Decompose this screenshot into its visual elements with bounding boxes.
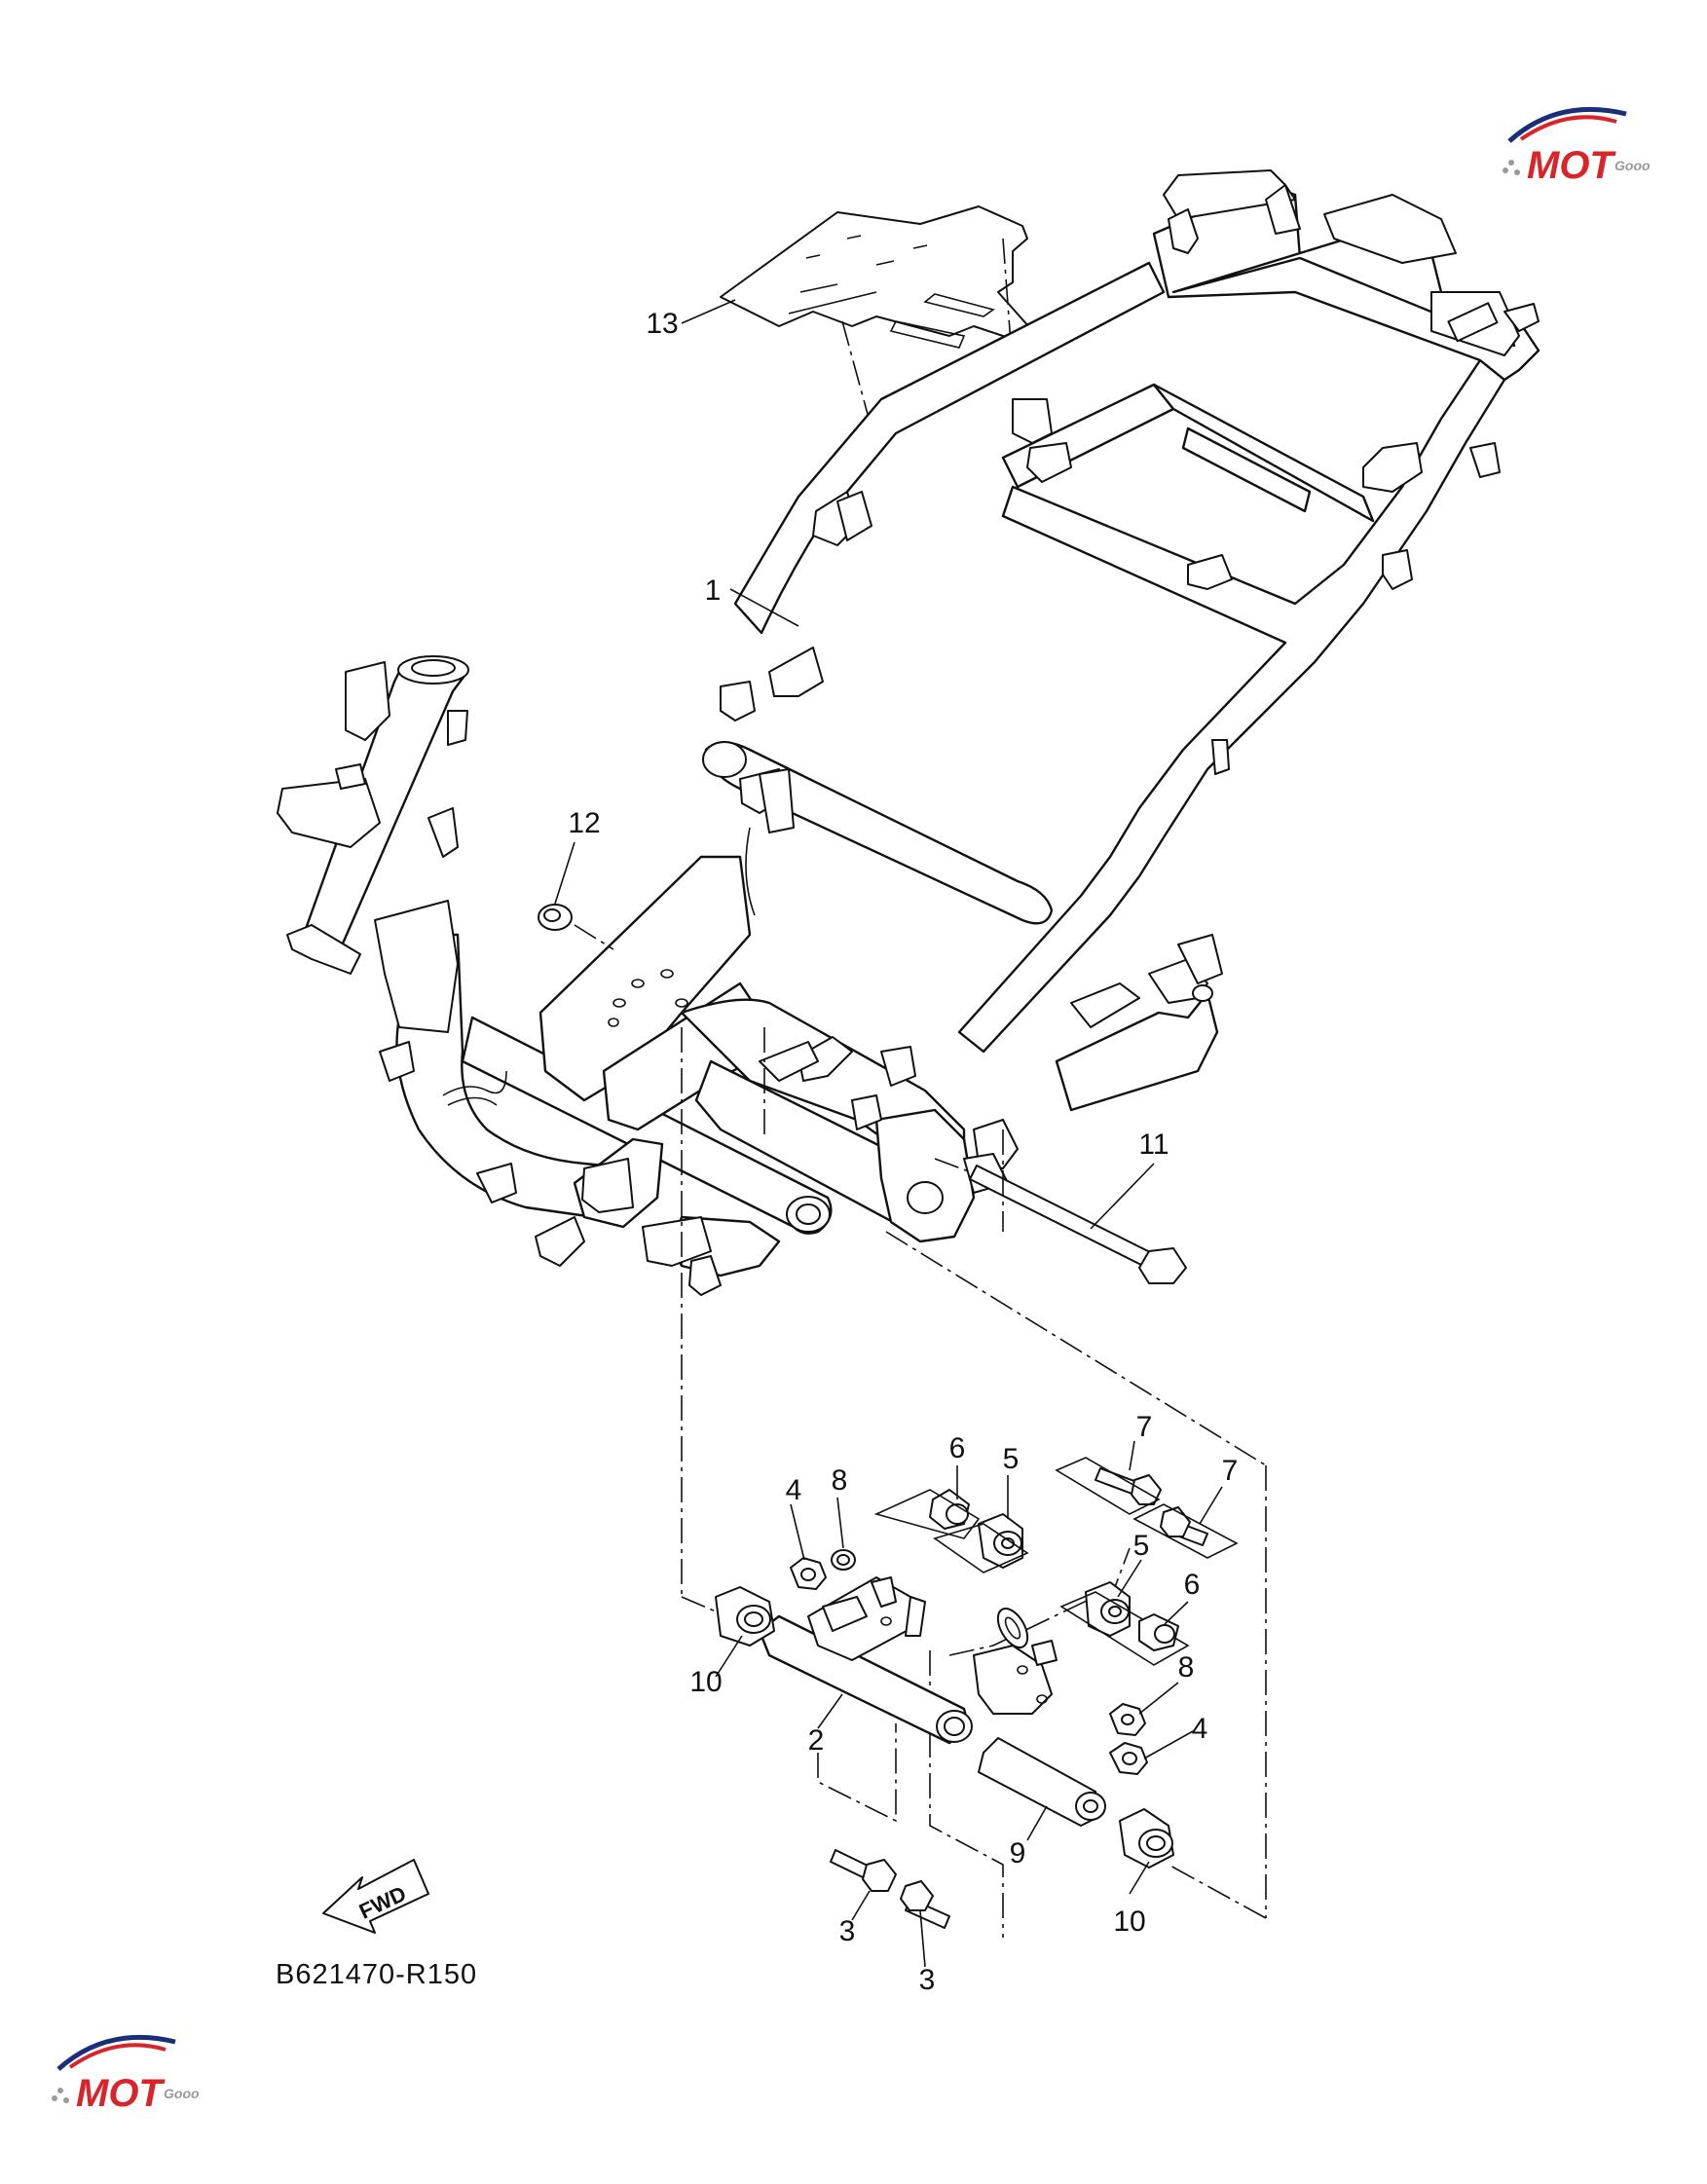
callout-7-upper: 7 [1136, 1411, 1153, 1443]
part-2-engine-bracket [758, 1576, 1058, 1745]
part-7-bolt-upper [1055, 1457, 1162, 1515]
part-6-bushing-lower [1138, 1613, 1179, 1651]
callout-labels: 13 1 12 11 6 5 7 7 4 8 5 6 8 4 10 2 9 10… [568, 308, 1238, 1996]
callout-9: 9 [1010, 1837, 1026, 1869]
callout-11: 11 [1138, 1129, 1169, 1161]
part-4-nut-upper [790, 1557, 827, 1590]
watermark-subtext: Gooo [1614, 158, 1651, 173]
part-13-cover-plate [720, 205, 1038, 429]
part-5-damper-lower [1059, 1581, 1190, 1666]
watermark-logo-top: MOT Gooo [1503, 106, 1651, 187]
callout-1: 1 [705, 574, 722, 607]
callout-12: 12 [568, 807, 600, 839]
part-9-collar [978, 1737, 1106, 1827]
callout-10-front: 10 [689, 1666, 722, 1698]
callout-3-right: 3 [919, 1964, 936, 1996]
fwd-direction-arrow: FWD [322, 1859, 429, 1934]
callout-7-lower: 7 [1222, 1455, 1239, 1487]
callout-3-left: 3 [839, 1915, 856, 1947]
part-8-washer-lower [1109, 1703, 1146, 1736]
leader-lines [554, 299, 1223, 1968]
part-3-bolt-left [830, 1849, 897, 1892]
callout-8-lower: 8 [1178, 1651, 1195, 1684]
watermark-logo-bottom: MOT Gooo [52, 2034, 200, 2115]
callout-6-lower: 6 [1184, 1569, 1201, 1601]
watermark-text: MOT [76, 2072, 166, 2115]
part-5-damper-upper [933, 1513, 1029, 1573]
part-12-grommet [538, 904, 614, 950]
callout-13: 13 [646, 308, 678, 340]
callout-8-upper: 8 [832, 1464, 848, 1497]
diagram-code: B621470-R150 [276, 1959, 477, 1990]
part-11-bolt [934, 1158, 1187, 1284]
callout-5-lower: 5 [1133, 1530, 1150, 1562]
callout-5-upper: 5 [1003, 1443, 1020, 1475]
part-8-washer-upper [831, 1549, 856, 1571]
callout-10-rear: 10 [1113, 1906, 1145, 1938]
part-6-bushing-upper [873, 1489, 981, 1539]
callout-2: 2 [808, 1724, 825, 1757]
part-10-damper-rear [1119, 1808, 1174, 1869]
watermark-text: MOT [1527, 144, 1616, 187]
callout-4-upper: 4 [786, 1474, 802, 1506]
callout-4-lower: 4 [1192, 1713, 1208, 1745]
part-10-damper-front [715, 1586, 775, 1647]
part-4-nut-lower [1109, 1742, 1148, 1775]
watermark-subtext: Gooo [164, 2086, 200, 2101]
part-1-main-frame [277, 169, 1540, 1296]
part-3-bolt-right [900, 1880, 950, 1929]
assembly-guides [681, 1027, 1267, 1938]
part-7-bolt-lower [1132, 1503, 1239, 1559]
callout-6-upper: 6 [949, 1432, 966, 1464]
